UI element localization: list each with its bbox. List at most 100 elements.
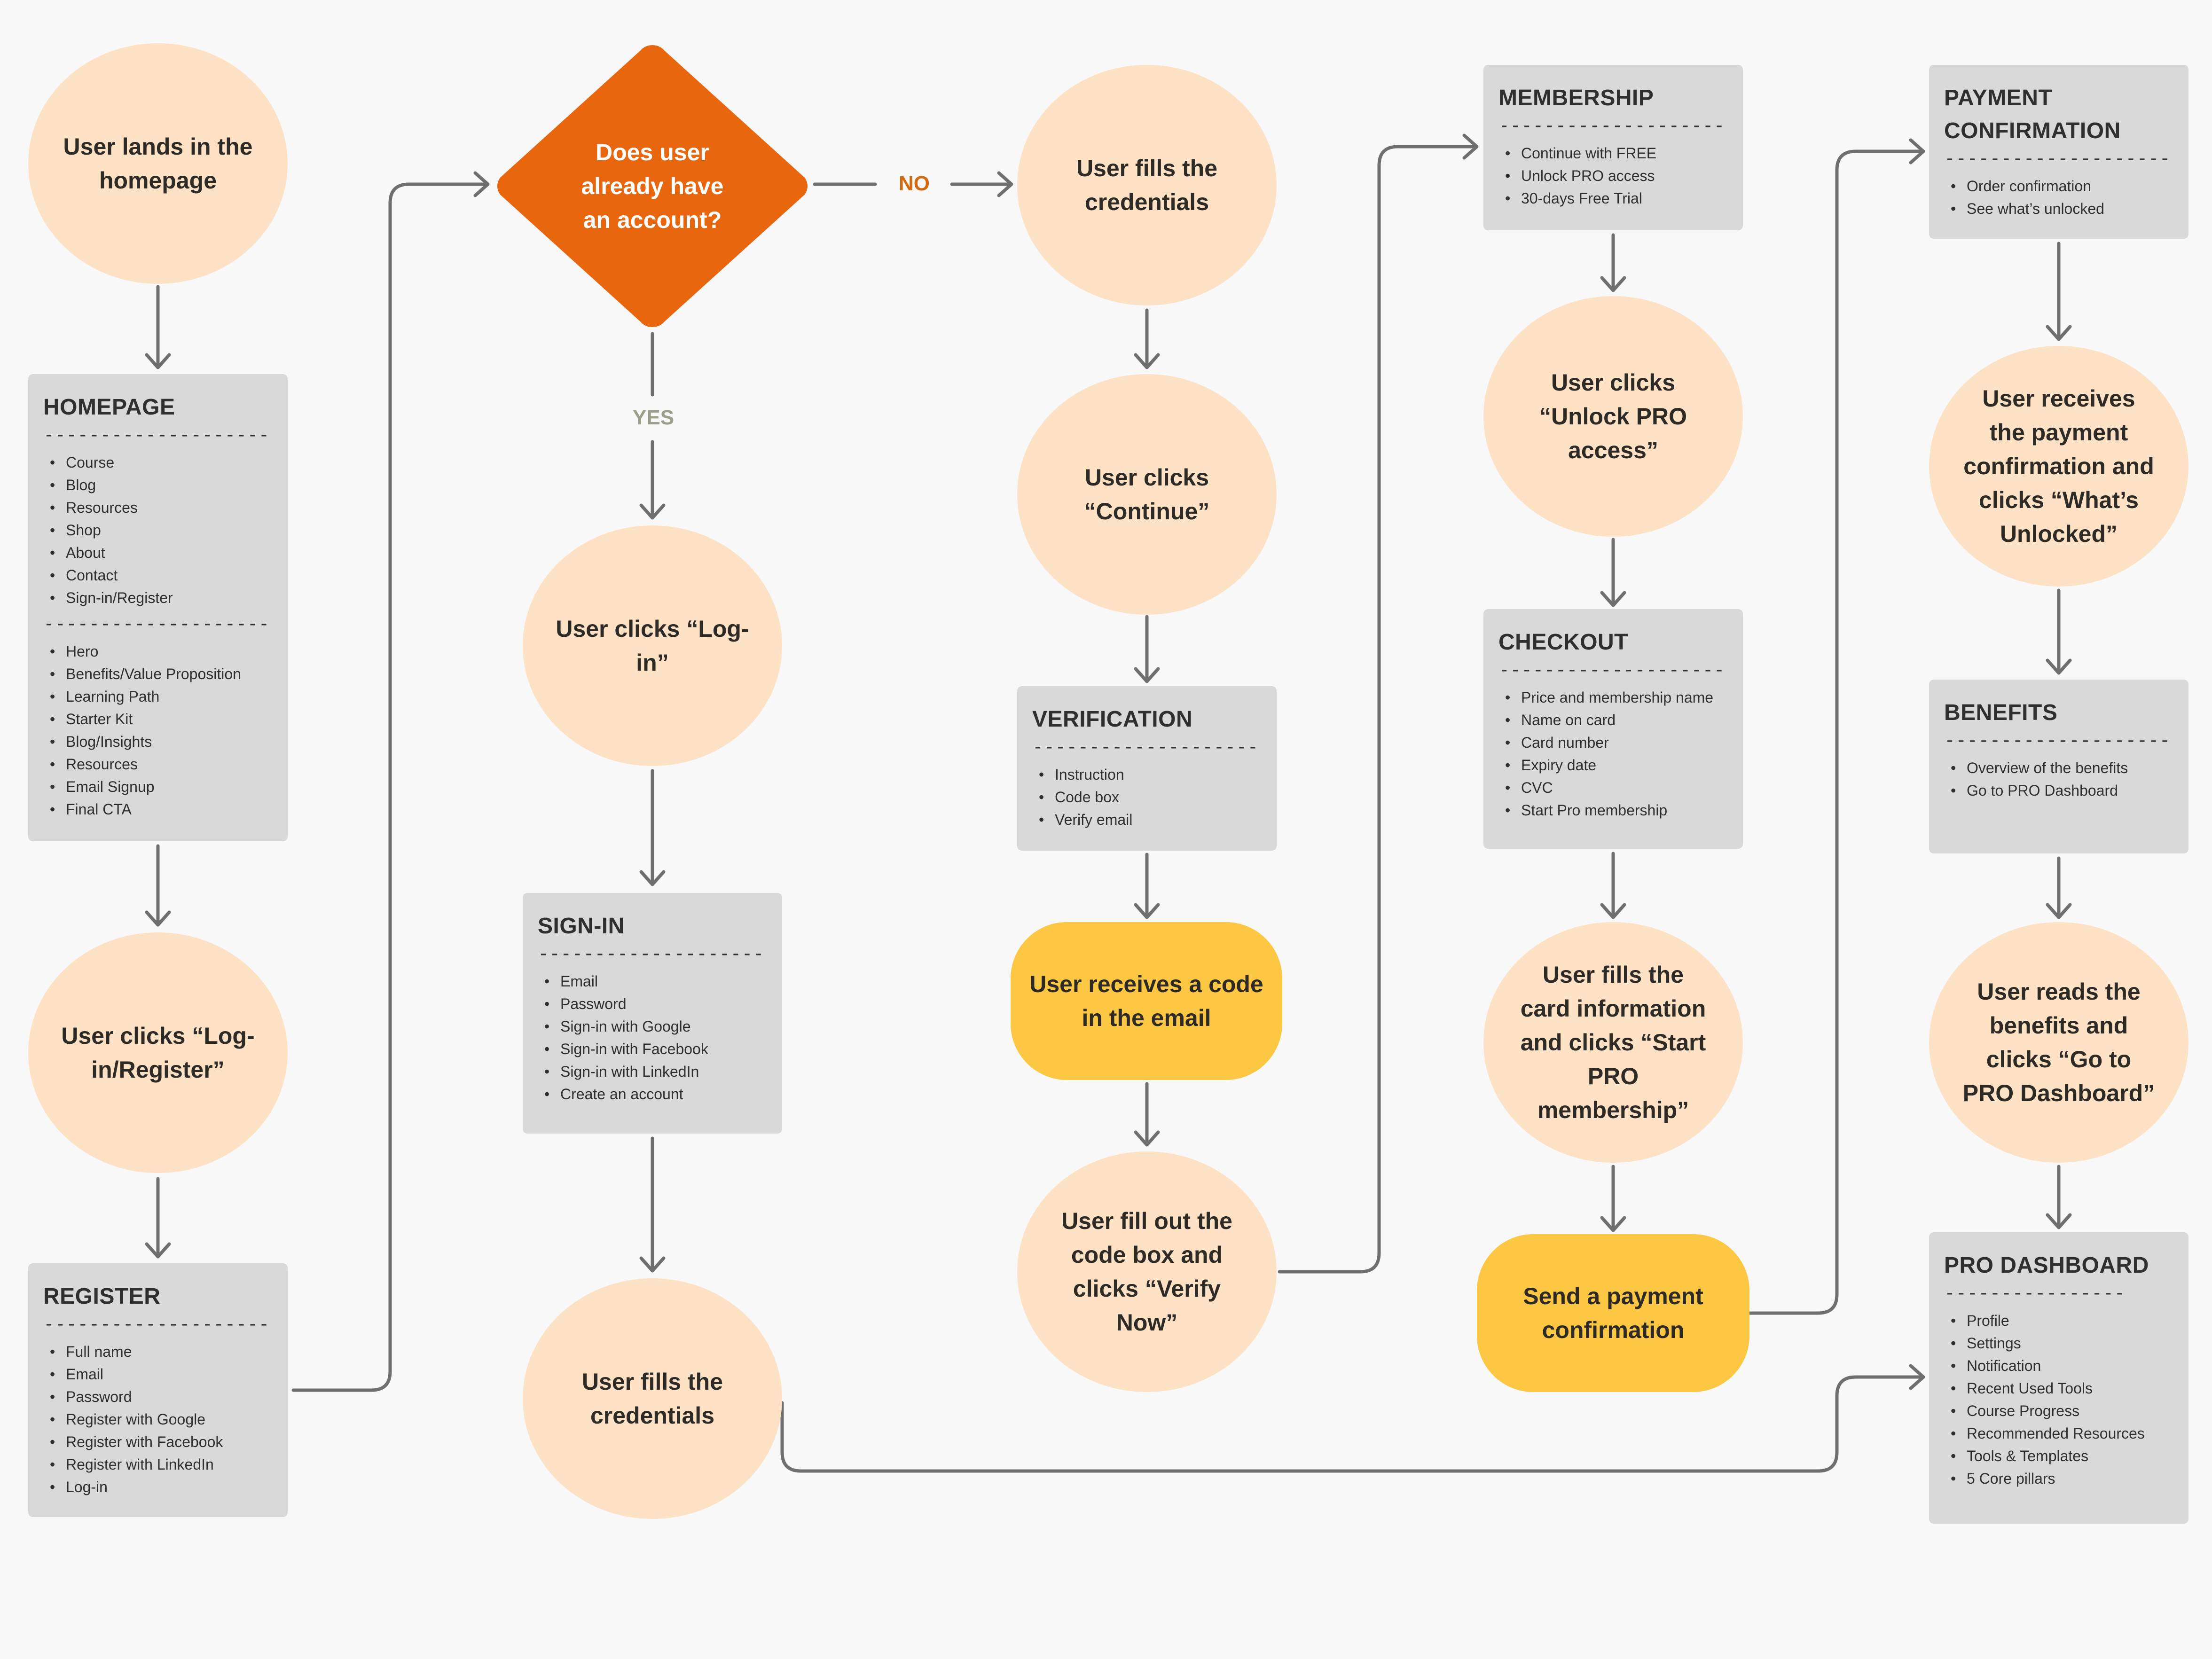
arrow-clicks-login-to-signin-head — [639, 870, 666, 886]
dash-divider: -------------------- — [43, 1313, 270, 1335]
list-item: Register with LinkedIn — [43, 1453, 273, 1476]
arrow-fills-to-dashboard-head — [1909, 1364, 1925, 1390]
list-item: Hero — [43, 640, 273, 663]
node-label: Send a payment confirmation — [1523, 1283, 1703, 1343]
arrow-checkout-to-fills-card-head — [1600, 903, 1626, 919]
list-item: Email Signup — [43, 775, 273, 798]
node-user-lands-homepage: User lands in the homepage — [28, 43, 288, 284]
arrow-membership-to-unlock-head — [1600, 276, 1626, 292]
list-item: 5 Core pillars — [1944, 1467, 2173, 1490]
list-item: Password — [43, 1385, 273, 1408]
node-user-receives-payment: User receives the payment confirmation a… — [1929, 346, 2188, 587]
dash-divider: ---------------- — [1944, 1282, 2126, 1304]
list-item: Order confirmation — [1944, 175, 2173, 197]
arrow-send-to-payment-head — [1909, 138, 1925, 164]
edge-label-no: NO — [899, 172, 930, 195]
arrow-fills-to-dashboard — [780, 1375, 1924, 1473]
node-user-fills-credentials-signin: User fills the credentials — [523, 1278, 782, 1519]
bullet-list: Course Blog Resources Shop About Contact… — [43, 451, 273, 609]
dash-divider: -------------------- — [1498, 659, 1725, 681]
bullet-list: Overview of the benefits Go to PRO Dashb… — [1944, 757, 2173, 802]
list-item: Benefits/Value Proposition — [43, 663, 273, 685]
arrow-fill-to-membership-head — [1462, 133, 1479, 160]
bullet-list: Price and membership name Name on card C… — [1498, 686, 1728, 822]
box-signin: SIGN-IN -------------------- Email Passw… — [523, 893, 782, 1134]
list-item: Recommended Resources — [1944, 1422, 2173, 1445]
arrow-lands-to-homepage-head — [145, 353, 171, 369]
list-item: Final CTA — [43, 798, 273, 821]
list-item: Sign-in with Google — [538, 1015, 767, 1038]
list-item: Code box — [1032, 786, 1262, 808]
node-label: User fills the card information and clic… — [1520, 962, 1706, 1123]
list-item: Full name — [43, 1340, 273, 1363]
arrow-code-to-fill-head — [1134, 1130, 1160, 1147]
box-title: PRO DASHBOARD — [1944, 1253, 2149, 1278]
box-title: MEMBERSHIP — [1498, 86, 1654, 110]
list-item: Instruction — [1032, 763, 1262, 786]
list-item: Shop — [43, 519, 273, 541]
node-label: User clicks “Log- in/Register” — [61, 1023, 255, 1083]
node-user-clicks-continue: User clicks “Continue” — [1017, 374, 1277, 615]
arrow-signin-to-fills-head — [639, 1256, 666, 1273]
bullet-list: Instruction Code box Verify email — [1032, 763, 1262, 831]
list-item: Price and membership name — [1498, 686, 1728, 709]
node-user-clicks-login: User clicks “Log- in” — [523, 525, 782, 766]
dash-divider: -------------------- — [538, 943, 764, 964]
bullet-list: Email Password Sign-in with Google Sign-… — [538, 970, 767, 1105]
list-item: Expiry date — [1498, 754, 1728, 776]
box-title: BENEFITS — [1944, 700, 2058, 725]
list-item: Recent Used Tools — [1944, 1377, 2173, 1400]
list-item: Course Progress — [1944, 1400, 2173, 1422]
list-item: Register with Google — [43, 1408, 273, 1431]
box-checkout: CHECKOUT -------------------- Price and … — [1483, 609, 1743, 849]
list-item: Go to PRO Dashboard — [1944, 779, 2173, 802]
arrow-send-to-payment — [1748, 149, 1924, 1315]
edge-label-yes: YES — [633, 406, 675, 429]
node-label: User receives the payment confirmation a… — [1963, 385, 2154, 547]
arrow-fill-to-membership — [1278, 145, 1478, 1274]
list-item: Resources — [43, 753, 273, 775]
list-item: Course — [43, 451, 273, 474]
box-homepage: HOMEPAGE -------------------- Course Blo… — [28, 374, 288, 841]
box-title: VERIFICATION — [1032, 707, 1193, 732]
decision-shape — [497, 45, 808, 327]
list-item: Email — [43, 1363, 273, 1385]
list-item: Email — [538, 970, 767, 993]
bullet-list: Hero Benefits/Value Proposition Learning… — [43, 640, 273, 821]
node-user-fills-credentials: User fills the credentials — [1017, 65, 1277, 305]
box-benefits: BENEFITS -------------------- Overview o… — [1929, 680, 2188, 853]
node-label: User fill out the code box and clicks “V… — [1061, 1208, 1232, 1336]
box-pro-dashboard: PRO DASHBOARD ---------------- Profile S… — [1929, 1232, 2188, 1524]
node-label: User clicks “Log- in” — [556, 616, 749, 676]
list-item: Profile — [1944, 1309, 2173, 1332]
arrow-benefits-to-reads-head — [2046, 903, 2072, 919]
list-item: Sign-in with Facebook — [538, 1038, 767, 1060]
node-label: User receives a code in the email — [1029, 971, 1263, 1031]
box-membership: MEMBERSHIP -------------------- Continue… — [1483, 65, 1743, 230]
list-item: Overview of the benefits — [1944, 757, 2173, 779]
box-payment-confirmation: PAYMENT CONFIRMATION -------------------… — [1929, 65, 2188, 239]
list-item: Sign-in with LinkedIn — [538, 1060, 767, 1083]
arrow-continue-to-verification-head — [1134, 667, 1160, 683]
arrow-fills-card-to-send-head — [1600, 1216, 1626, 1232]
arrow-homepage-to-clicks-head — [145, 910, 171, 927]
list-item: Continue with FREE — [1498, 142, 1728, 164]
dash-divider: -------------------- — [43, 613, 270, 634]
arrow-payment-to-receives-head — [2046, 325, 2072, 341]
bullet-list: Profile Settings Notification Recent Use… — [1944, 1309, 2173, 1490]
list-item: About — [43, 541, 273, 564]
list-item: CVC — [1498, 776, 1728, 799]
list-item: Name on card — [1498, 709, 1728, 731]
node-send-payment-confirmation: Send a payment confirmation — [1477, 1234, 1749, 1392]
arrow-credentials-to-continue-head — [1134, 353, 1160, 369]
list-item: See what’s unlocked — [1944, 197, 2173, 220]
node-user-receives-code: User receives a code in the email — [1011, 922, 1282, 1080]
bullet-list: Continue with FREE Unlock PRO access 30-… — [1498, 142, 1728, 210]
dash-divider: -------------------- — [1032, 736, 1259, 758]
node-user-reads-benefits: User reads the benefits and clicks “Go t… — [1929, 922, 2188, 1163]
list-item: Unlock PRO access — [1498, 164, 1728, 187]
arrow-register-to-decision-head — [473, 171, 490, 197]
list-item: Starter Kit — [43, 708, 273, 730]
arrow-unlock-to-checkout-head — [1600, 591, 1626, 607]
